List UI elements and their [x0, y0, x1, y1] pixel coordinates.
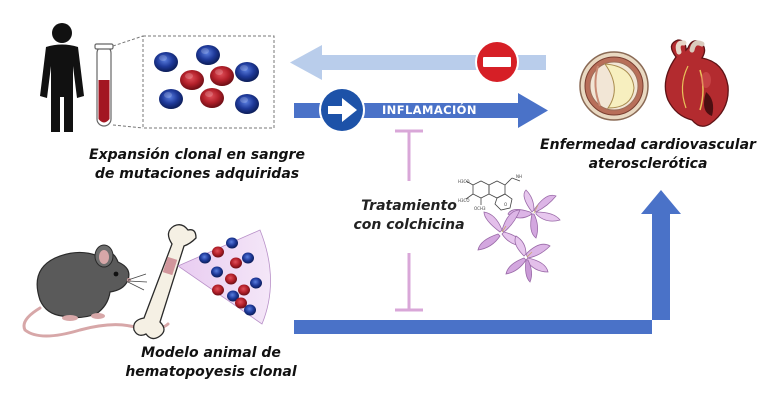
model-caption: Modelo animal de hematopoyesis clonal [116, 344, 306, 382]
expansion-caption-line-2: de mutaciones adquiridas [94, 166, 300, 182]
disease-caption-line-2: aterosclerótica [588, 156, 708, 172]
artery-cross-section-icon [579, 51, 649, 121]
inflammation-label: INFLAMACIÓN [382, 103, 477, 117]
no-entry-sign-icon [475, 40, 519, 84]
blood-cells-icon [154, 45, 259, 114]
human-silhouette-icon [40, 23, 84, 132]
treatment-caption-line-1: Tratamiento [361, 198, 457, 214]
colchicum-flower-icon [477, 189, 561, 283]
disease-caption: Enfermedad cardiovascular aterosclerótic… [538, 136, 758, 174]
heart-icon [664, 39, 729, 127]
svg-text:H3CO: H3CO [458, 198, 470, 203]
marrow-cells-icon [177, 229, 271, 325]
svg-text:NH: NH [516, 174, 522, 179]
expansion-caption-line-1: Expansión clonal en sangre [89, 147, 305, 163]
model-caption-line-1: Modelo animal de [141, 345, 281, 361]
svg-text:H3CO: H3CO [458, 179, 470, 184]
svg-text:O: O [504, 202, 507, 207]
right-arrow-sign-icon [319, 87, 365, 133]
mouse-icon [22, 244, 170, 338]
blood-tube-icon [94, 43, 114, 127]
bone-icon [133, 224, 197, 340]
colchicine-molecule-icon [465, 177, 521, 211]
treatment-caption-line-2: con colchicina [353, 217, 465, 233]
expansion-caption: Expansión clonal en sangre de mutaciones… [72, 146, 322, 184]
svg-text:OCH3: OCH3 [474, 206, 486, 211]
treatment-caption: Tratamiento con colchicina [346, 197, 472, 235]
disease-caption-line-1: Enfermedad cardiovascular [540, 137, 756, 153]
model-caption-line-2: hematopoyesis clonal [125, 364, 297, 380]
inhibition-line [395, 129, 423, 312]
